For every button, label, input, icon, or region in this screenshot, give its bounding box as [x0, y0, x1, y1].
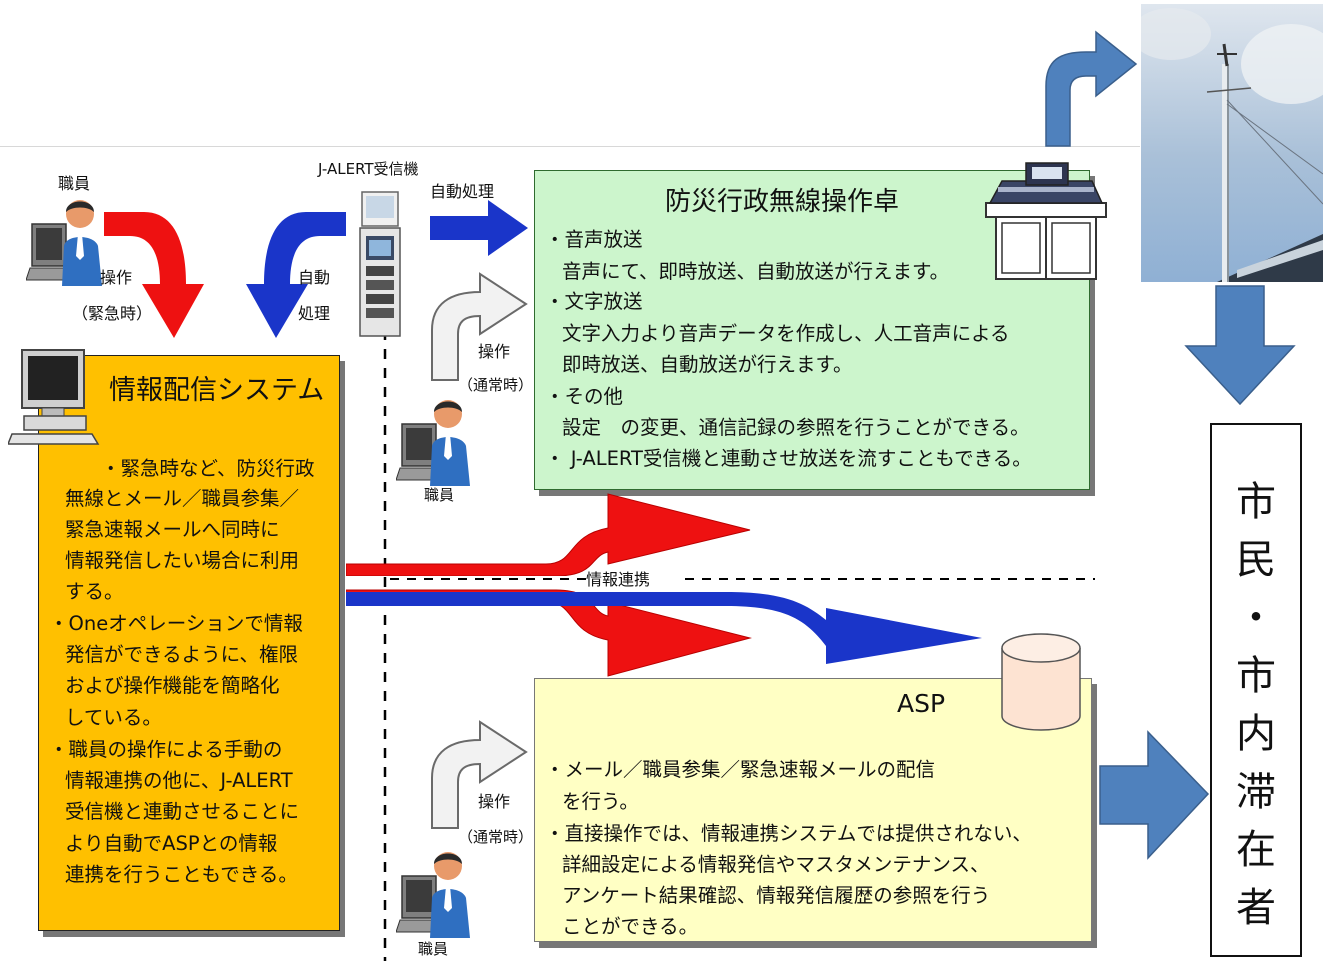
- citizen-char-4: 市: [1236, 653, 1276, 699]
- citizen-char-6: 滞: [1236, 769, 1276, 815]
- system-line-7: 発信ができるように、権限: [65, 643, 299, 666]
- info-system-box: 情報配信システム ・緊急時など、防災行政 無線とメール／職員参集／ 緊急速報メー…: [38, 355, 340, 931]
- bousai-line-7: 設定 の変更、通信記録の参照を行うことができる。: [562, 416, 1030, 439]
- citizen-char-1: 市: [1236, 479, 1276, 525]
- system-line-4: 情報発信したい場合に利用: [65, 549, 300, 572]
- bousai-line-6: ・その他: [545, 385, 624, 408]
- system-line-2: 無線とメール／職員参集／: [65, 487, 300, 510]
- system-line-12: 受信機と連動させることに: [65, 800, 300, 823]
- system-line-13: より自動でASPとの情報: [65, 832, 278, 855]
- operate-normal-top-label: 操作: [478, 342, 511, 361]
- system-line-6: ・Oneオペレーションで情報: [49, 612, 303, 635]
- info-system-title: 情報配信システム: [109, 375, 325, 406]
- blue-auto-arrow: [246, 212, 346, 338]
- antenna-photo: [1141, 4, 1323, 282]
- emergency-label: （緊急時）: [72, 304, 153, 323]
- auto-label-2: 処理: [298, 304, 331, 323]
- citizen-char-8: 者: [1236, 885, 1276, 931]
- system-line-3: 緊急速報メールへ同時に: [65, 518, 280, 541]
- asp-box: ASP ・メール／職員参集／緊急速報メールの配信 を行う。 ・直接操作では、情報…: [534, 678, 1092, 942]
- staff-label-mid: 職員: [424, 486, 455, 504]
- asp-line-6: ことができる。: [562, 915, 699, 938]
- system-line-1: ・緊急時など、防災行政: [101, 457, 315, 480]
- system-line-8: および操作機能を簡略化: [65, 674, 280, 697]
- staff-person-icon-top: [26, 200, 102, 286]
- steel-blue-right-arrow: [1099, 730, 1210, 860]
- radio-console-icon: [985, 162, 1107, 280]
- system-line-10: ・職員の操作による手動の: [49, 738, 283, 761]
- jalert-receiver-icon: [359, 191, 401, 337]
- citizen-char-7: 在: [1236, 827, 1276, 873]
- grey-operate-arrow-bottom: [431, 720, 528, 829]
- staff-person-icon-bottom: [396, 852, 470, 938]
- desktop-computer-icon: [8, 349, 100, 445]
- system-line-9: している。: [65, 706, 162, 729]
- bousai-line-2: 音声にて、即時放送、自動放送が行えます。: [562, 260, 950, 283]
- staff-label-top: 職員: [58, 174, 91, 193]
- staff-person-icon-mid: [396, 400, 470, 486]
- asp-line-4: 詳細設定による情報発信やマスタメンテナンス、: [562, 853, 990, 876]
- asp-line-2: を行う。: [562, 790, 639, 813]
- blue-link-arrow: [346, 592, 982, 664]
- citizen-char-3: ・: [1236, 595, 1276, 641]
- grey-operate-arrow-top: [431, 272, 528, 381]
- bousai-line-4: 文字入力より音声データを作成し、人工音声による: [562, 322, 1010, 345]
- steel-blue-down-arrow: [1184, 285, 1296, 406]
- database-icon: [1001, 633, 1081, 731]
- system-line-14: 連携を行うこともできる。: [65, 863, 298, 886]
- bousai-console-title: 防災行政無線操作卓: [665, 187, 900, 217]
- citizen-box: 市 民 ・ 市 内 滞 在 者: [1210, 423, 1302, 957]
- bousai-line-3: ・文字放送: [545, 290, 643, 313]
- system-line-5: する。: [65, 580, 124, 603]
- red-link-arrow-up: [346, 493, 751, 576]
- jalert-receiver-label: J-ALERT受信機: [318, 160, 419, 178]
- red-operate-arrow: [104, 212, 204, 338]
- system-line-11: 情報連携の他に、J-ALERT: [65, 769, 293, 792]
- normal-top-label: （通常時）: [458, 376, 534, 394]
- citizen-char-2: 民: [1236, 537, 1276, 583]
- normal-bottom-label: （通常時）: [458, 828, 534, 846]
- bousai-line-1: ・音声放送: [545, 228, 643, 251]
- asp-line-3: ・直接操作では、情報連携システムでは提供されない、: [545, 822, 1032, 845]
- info-link-line: [390, 578, 1095, 580]
- top-rule: [0, 146, 1140, 147]
- blue-auto-process-arrow: [430, 200, 528, 256]
- staff-label-bottom: 職員: [418, 940, 449, 958]
- asp-line-1: ・メール／職員参集／緊急速報メールの配信: [545, 758, 936, 781]
- operate-normal-bottom-label: 操作: [478, 792, 511, 811]
- bousai-line-8: ・ J-ALERT受信機と連動させ放送を流すこともできる。: [545, 447, 1032, 470]
- citizen-char-5: 内: [1236, 711, 1276, 757]
- steel-blue-bent-arrow: [1045, 30, 1138, 147]
- auto-process-label: 自動処理: [430, 182, 495, 201]
- operate-emergency-label: 操作: [100, 268, 133, 287]
- asp-title: ASP: [897, 689, 946, 718]
- bousai-line-5: 即時放送、自動放送が行えます。: [562, 353, 853, 376]
- asp-line-5: アンケート結果確認、情報発信履歴の参照を行う: [562, 884, 991, 907]
- info-link-label: 情報連携: [586, 570, 651, 589]
- auto-label-1: 自動: [298, 268, 331, 287]
